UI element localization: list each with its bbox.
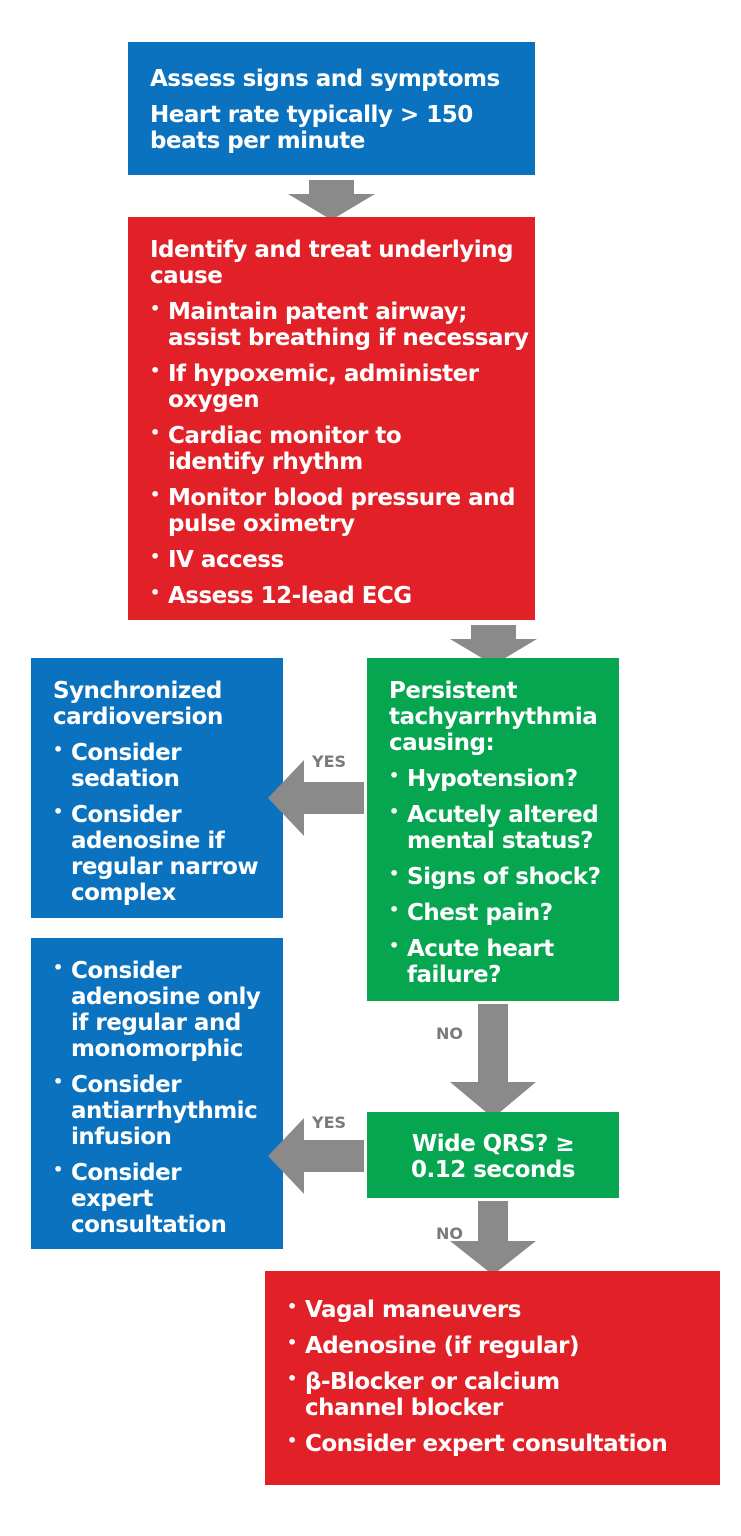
- persistent-title-line-1: Persistent: [389, 678, 518, 704]
- persistent-item-line: Acute heart: [407, 936, 554, 962]
- persistent-item: Hypotension?: [389, 766, 613, 792]
- identify-item-line: Monitor blood pressure and: [168, 485, 515, 511]
- narrow-treat-item-line: Vagal maneuvers: [305, 1297, 521, 1323]
- arrow-down-no-1: [450, 1004, 536, 1118]
- persistent-item-line: Hypotension?: [407, 766, 578, 792]
- arrow-down-1: [288, 180, 375, 220]
- persistent-item-line: Signs of shock?: [407, 864, 601, 890]
- persistent-item-line: Acutely altered: [407, 802, 599, 828]
- sync-title-line-1: Synchronized: [53, 678, 222, 704]
- narrow-treat-item: Consider expert consultation: [287, 1431, 714, 1457]
- identify-item: Assess 12-lead ECG: [150, 583, 525, 609]
- wide-treat-item-line: Consider: [71, 1072, 182, 1098]
- narrow-treat-item: Adenosine (if regular): [287, 1333, 714, 1359]
- sync-item-line: adenosine if: [71, 828, 225, 854]
- sync-title-line-2: cardioversion: [53, 704, 223, 730]
- narrow-treat-item-line: channel blocker: [305, 1395, 503, 1421]
- arrow-down-no-2: [450, 1201, 536, 1275]
- assess-hr-line-1: Heart rate typically > 150: [150, 102, 473, 128]
- identify-item-line: IV access: [168, 547, 284, 573]
- narrow-treat-item-line: β-Blocker or calcium: [305, 1369, 560, 1395]
- wide-treat-item-line: antiarrhythmic: [71, 1098, 258, 1124]
- persistent-title-line-2: tachyarrhythmia: [389, 704, 598, 730]
- persistent-item-line: mental status?: [407, 828, 593, 854]
- yes-label-2: YES: [312, 1113, 347, 1132]
- wide-treat-item-line: adenosine only: [71, 984, 261, 1010]
- wide-qrs-box: Wide QRS? ≥ 0.12 seconds: [367, 1112, 619, 1198]
- arrow-left-yes-1: [268, 760, 364, 836]
- assess-box: Assess signs and symptoms Heart rate typ…: [128, 42, 535, 175]
- narrow-treatment-box: Vagal maneuversAdenosine (if regular) β-B…: [265, 1271, 720, 1485]
- identify-title-line-2: cause: [150, 263, 223, 289]
- identify-item: Maintain patent airway;assist breathing …: [150, 299, 529, 351]
- sync-cardioversion-box: Synchronized cardioversion Considersedat…: [31, 658, 283, 918]
- sync-item-line: regular narrow: [71, 854, 259, 880]
- narrow-treat-item-line: Adenosine (if regular): [305, 1333, 580, 1359]
- no-label-1: NO: [436, 1024, 463, 1043]
- wide-qrs-line-1: Wide QRS? ≥: [411, 1131, 575, 1157]
- wide-treat-item-line: expert: [71, 1186, 153, 1212]
- assess-hr-line-2: beats per minute: [150, 128, 365, 154]
- persistent-title-line-3: causing:: [389, 730, 495, 756]
- persistent-box: Persistent tachyarrhythmia causing: Hypo…: [367, 658, 619, 1001]
- identify-item-line: assist breathing if necessary: [168, 325, 529, 351]
- identify-item-line: Assess 12-lead ECG: [168, 583, 412, 609]
- arrow-down-2: [450, 625, 537, 665]
- identify-item-line: Maintain patent airway;: [168, 299, 467, 325]
- persistent-item: Chest pain?: [389, 900, 613, 926]
- identify-title-line-1: Identify and treat underlying: [150, 237, 513, 263]
- wide-treat-item-line: monomorphic: [71, 1036, 243, 1062]
- arrow-left-yes-2: [268, 1118, 364, 1194]
- wide-treat-item-line: if regular and: [71, 1010, 241, 1036]
- wide-treat-item-line: Consider: [71, 1160, 182, 1186]
- yes-label-1: YES: [312, 752, 347, 771]
- wide-treat-item-line: Consider: [71, 958, 182, 984]
- persistent-item: Signs of shock?: [389, 864, 613, 890]
- identify-item-line: oxygen: [168, 387, 260, 413]
- sync-item-line: Consider: [71, 740, 182, 766]
- wide-treat-item-line: infusion: [71, 1124, 172, 1150]
- sync-item-line: Consider: [71, 802, 182, 828]
- identify-item: IV access: [150, 547, 525, 573]
- identify-item-line: identify rhythm: [168, 449, 363, 475]
- identify-item-line: pulse oximetry: [168, 511, 355, 537]
- persistent-item-line: Chest pain?: [407, 900, 553, 926]
- assess-title: Assess signs and symptoms: [150, 66, 500, 92]
- sync-item-line: sedation: [71, 766, 180, 792]
- identify-item-line: Cardiac monitor to: [168, 423, 402, 449]
- wide-qrs-line-2: 0.12 seconds: [410, 1157, 576, 1183]
- identify-item-line: If hypoxemic, administer: [168, 361, 479, 387]
- narrow-treat-item-line: Consider expert consultation: [305, 1431, 668, 1457]
- identify-box: Identify and treat underlying cause Main…: [128, 217, 535, 620]
- sync-item-line: complex: [71, 880, 176, 906]
- narrow-treat-item: Vagal maneuvers: [287, 1297, 714, 1323]
- persistent-item-line: failure?: [407, 962, 501, 988]
- wide-treat-item-line: consultation: [71, 1212, 227, 1238]
- no-label-2: NO: [436, 1224, 463, 1243]
